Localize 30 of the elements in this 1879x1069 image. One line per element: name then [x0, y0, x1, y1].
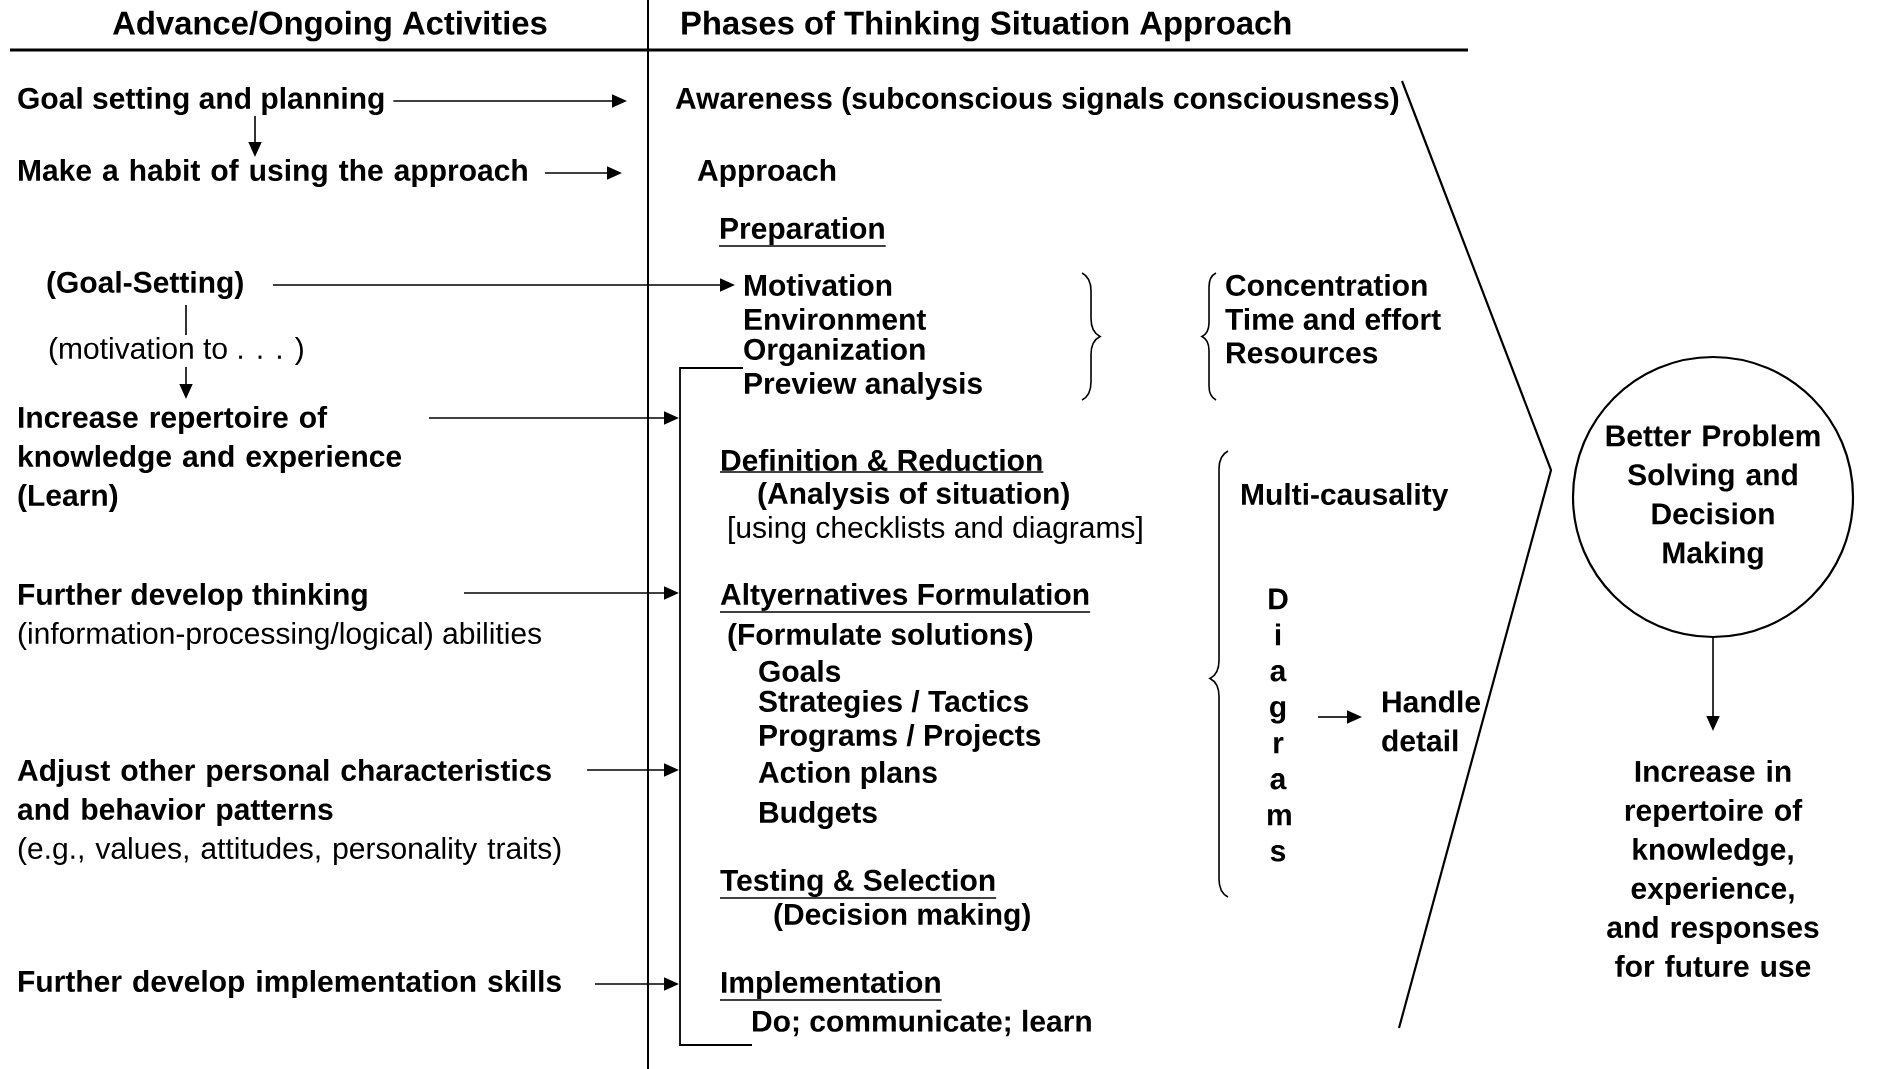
phase-heading: Altyernatives Formulation [719, 583, 1091, 613]
phase-heading: Definition & Reduction [719, 449, 1045, 473]
phase-heading: Implementation [719, 971, 943, 1001]
activity-text: Increase repertoire of knowledge and experience (Learn) [18, 406, 402, 512]
activity-text: Make a habit of using the approach [19, 158, 527, 188]
phase-heading: Testing & Selection [719, 868, 997, 899]
outcome-text: Handle detail [1382, 690, 1480, 752]
phase-item: Preview analysis [745, 372, 982, 400]
phase-item: Organization [744, 337, 925, 367]
phase-heading: Preparation [718, 217, 887, 247]
phase-item: Time and effort [1225, 308, 1441, 330]
activity-text: (Goal-Setting) [47, 270, 243, 300]
activity-text: Adjust other personal characteristics and behavior patterns (e.g., values, attitudes, personality traits) [17, 759, 561, 865]
phase-text: Awareness (subconscious signals consciousness) [675, 86, 1399, 116]
phase-item: Environment [745, 308, 926, 330]
phase-item: Motivation [745, 274, 892, 296]
phase-item: (Formulate solutions) [728, 623, 1033, 651]
column-heading: Phases of Thinking Situation Approach [682, 10, 1291, 42]
phase-item: Resources [1227, 342, 1378, 364]
activity-text: Further develop thinking (information-processing/logical) abilities [18, 583, 541, 650]
phase-item: Multi-causality [1242, 483, 1449, 511]
phase-text: Approach [697, 159, 836, 187]
column-heading: Advance/Ongoing Activities [113, 10, 547, 42]
activity-text: Goal setting and planning [18, 86, 384, 116]
edge-label: (motivation to . . . ) [46, 335, 307, 367]
phase-note: [using checklists and diagrams] [729, 516, 1142, 544]
vertical-text: D i a g r a m s [1268, 588, 1291, 862]
activity-text: Further develop implementation skills [19, 970, 561, 998]
phase-item: Concentration [1226, 274, 1427, 296]
outcome-text: Increase in repertoire of knowledge, experience, and responses for future use [1607, 760, 1819, 977]
